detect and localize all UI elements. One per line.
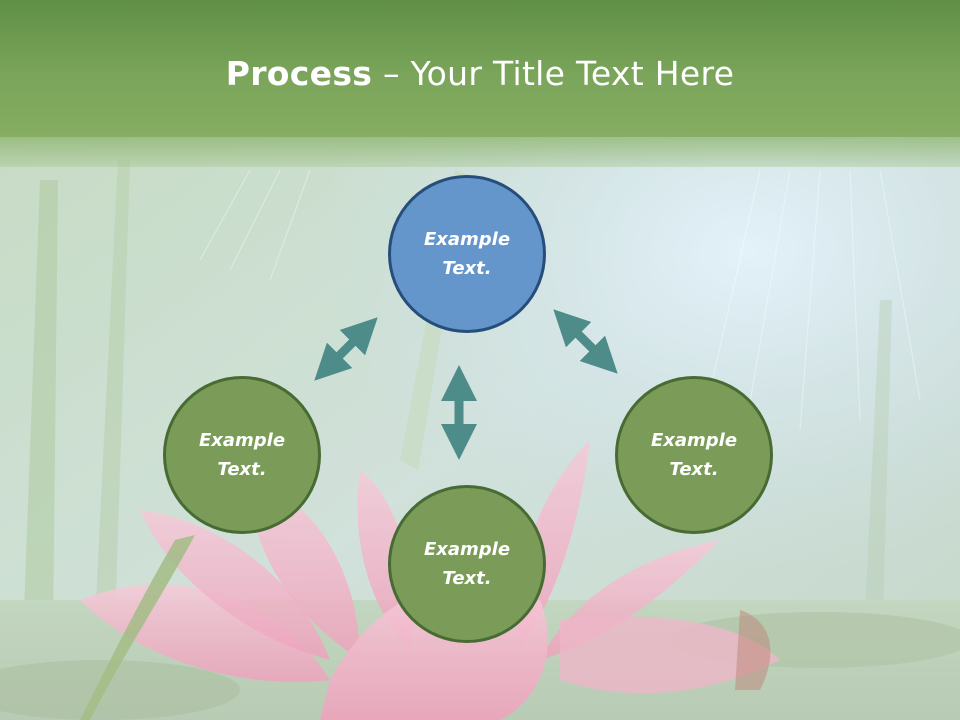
title-bold: Process [225, 54, 373, 93]
node-bottom-text: Example Text. [423, 539, 511, 589]
node-left-text: Example Text. [198, 430, 286, 480]
node-top: Example Text. [388, 175, 546, 333]
slide-title: Process – Your Title Text Here [0, 52, 960, 96]
node-top-text: Example Text. [423, 229, 511, 279]
title-bar [0, 0, 960, 137]
node-bottom: Example Text. [388, 485, 546, 643]
header-band [0, 137, 960, 167]
node-right-text: Example Text. [650, 430, 738, 480]
title-rest: – Your Title Text Here [372, 54, 735, 93]
node-left: Example Text. [163, 376, 321, 534]
node-right: Example Text. [615, 376, 773, 534]
